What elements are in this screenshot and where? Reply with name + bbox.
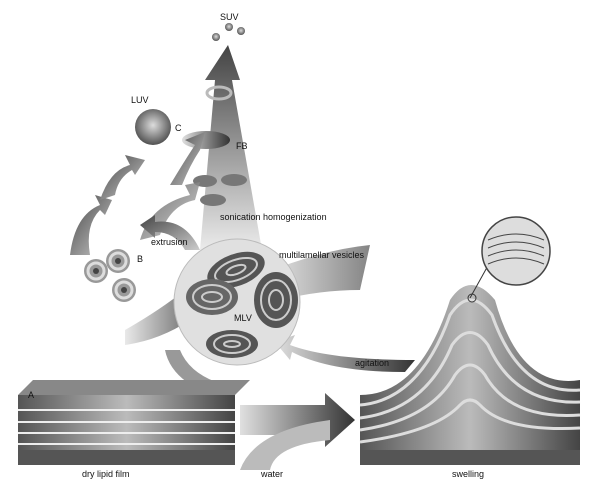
label-agitation: agitation [355, 358, 390, 368]
label-multilamellar-vesicles: multilamellar vesicles [279, 250, 365, 260]
label-water: water [261, 469, 284, 479]
bilayer-magnifier [481, 216, 551, 286]
label-b: B [137, 254, 144, 264]
label-extrusion: extrusion [151, 237, 188, 247]
label-c: C [175, 123, 182, 133]
label-dry-lipid-film: dry lipid film [82, 469, 130, 479]
luv-vesicle [135, 109, 171, 145]
dry-lipid-film [18, 380, 250, 465]
label-luv: LUV [131, 95, 149, 105]
small-mlvs [84, 249, 136, 302]
label-fb: FB [236, 141, 248, 151]
label-a: A [28, 390, 35, 400]
mlv-vesicles [186, 251, 298, 358]
label-swelling: swelling [452, 469, 485, 479]
label-mlv: MLV [234, 313, 252, 323]
extrusion-arrows [70, 195, 112, 255]
agitation-arrow [275, 335, 415, 372]
mlv-circle [173, 238, 301, 366]
ring-vesicle [205, 85, 233, 101]
label-suv: SUV [220, 12, 239, 22]
label-sonication: sonication homogenization [220, 212, 327, 222]
suv-vesicles [212, 23, 245, 41]
swelling-layers [359, 285, 581, 465]
